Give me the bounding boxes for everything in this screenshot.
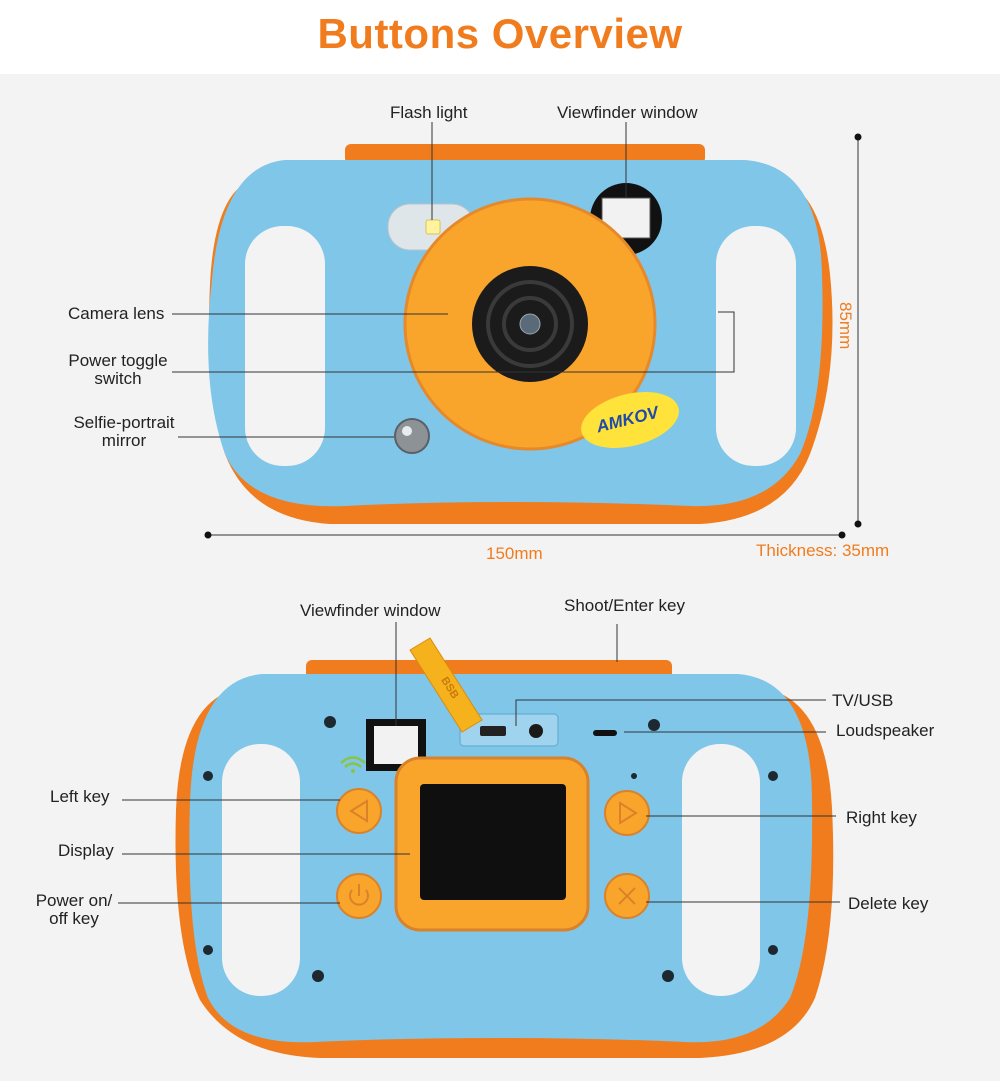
screw-left-lower bbox=[203, 945, 213, 955]
lanyard-strap bbox=[409, 637, 483, 733]
screw-bottom-right bbox=[662, 970, 674, 982]
wifi-icon bbox=[340, 756, 366, 773]
selfie-mirror bbox=[394, 418, 430, 454]
width-dim-dot-right bbox=[838, 531, 846, 539]
left-key-label: Left key bbox=[50, 787, 110, 806]
back-right-handle-hole bbox=[682, 744, 760, 996]
front-right-handle-hole bbox=[716, 226, 796, 466]
page-title: Buttons Overview bbox=[317, 10, 683, 57]
power-key-label: Power on/ off key bbox=[28, 892, 120, 928]
right-key-label: Right key bbox=[846, 808, 917, 827]
height-dim-dot-bottom bbox=[854, 520, 862, 528]
front-view-panel: Flash light Viewfinder window Camera len… bbox=[0, 74, 1000, 580]
power-toggle-label-line2: switch bbox=[94, 369, 142, 388]
display-screen bbox=[420, 784, 566, 900]
height-dimension-label: 85mm bbox=[836, 302, 855, 350]
back-viewfinder-glass bbox=[374, 726, 418, 764]
lens-barrel-ring bbox=[486, 280, 574, 368]
lens-barrel-ring-inner bbox=[502, 296, 558, 352]
front-camera-illustration bbox=[172, 122, 862, 539]
right-key-arrow bbox=[619, 801, 638, 825]
shoot-enter-label: Shoot/Enter key bbox=[564, 596, 685, 615]
left-key bbox=[336, 788, 382, 834]
brand-badge bbox=[581, 392, 679, 448]
power-toggle-leader bbox=[172, 311, 735, 373]
front-viewfinder-label: Viewfinder window bbox=[557, 103, 698, 122]
screw-right-upper bbox=[768, 771, 778, 781]
flash-light-bulb bbox=[425, 219, 441, 235]
lens-glass bbox=[519, 313, 541, 335]
tv-usb-leader bbox=[515, 699, 826, 726]
screw-bottom-left bbox=[312, 970, 324, 982]
screw-right-lower bbox=[768, 945, 778, 955]
power-toggle-label: Power toggle switch bbox=[62, 352, 174, 388]
thickness-label: Thickness: 35mm bbox=[756, 541, 890, 560]
back-left-handle-hole bbox=[222, 744, 300, 996]
power-key-label-line1: Power on/ bbox=[35, 891, 113, 910]
loudspeaker-label: Loudspeaker bbox=[836, 721, 935, 740]
power-key-label-line2: off key bbox=[49, 909, 99, 928]
back-viewfinder-label: Viewfinder window bbox=[300, 601, 441, 620]
usb-port bbox=[480, 726, 506, 736]
tv-usb-label: TV/USB bbox=[832, 691, 894, 710]
screw-top-left bbox=[324, 716, 336, 728]
tv-out-jack bbox=[529, 724, 543, 738]
header: Buttons Overview bbox=[0, 0, 1000, 74]
ports-panel bbox=[459, 713, 559, 747]
selfie-mirror-shine bbox=[402, 426, 412, 436]
front-left-handle-hole bbox=[245, 226, 325, 466]
screw-top-right bbox=[648, 719, 660, 731]
back-camera-illustration bbox=[118, 622, 840, 1058]
width-dimension-label: 150mm bbox=[486, 544, 543, 563]
indicator-led bbox=[631, 773, 637, 779]
right-key bbox=[604, 790, 650, 836]
screw-left-upper bbox=[203, 771, 213, 781]
selfie-mirror-label-line2: mirror bbox=[101, 431, 147, 450]
width-dim-dot-left bbox=[204, 531, 212, 539]
delete-key-label: Delete key bbox=[848, 894, 929, 913]
front-top-strip bbox=[345, 144, 705, 164]
selfie-mirror-label: Selfie-portrait mirror bbox=[62, 414, 186, 450]
loudspeaker-slot bbox=[593, 730, 617, 736]
delete-key-x bbox=[618, 887, 636, 905]
height-dim-dot-top bbox=[854, 133, 862, 141]
flash-light-label: Flash light bbox=[390, 103, 468, 122]
power-toggle-label-line1: Power toggle bbox=[68, 351, 168, 370]
left-key-arrow bbox=[349, 799, 368, 823]
display-label: Display bbox=[58, 841, 114, 860]
camera-lens-label: Camera lens bbox=[68, 304, 165, 323]
selfie-mirror-label-line1: Selfie-portrait bbox=[73, 413, 175, 432]
power-key-symbol bbox=[349, 889, 369, 906]
back-view-panel: BSB Viewfinder window Shoot/Enter key TV… bbox=[0, 580, 1000, 1081]
